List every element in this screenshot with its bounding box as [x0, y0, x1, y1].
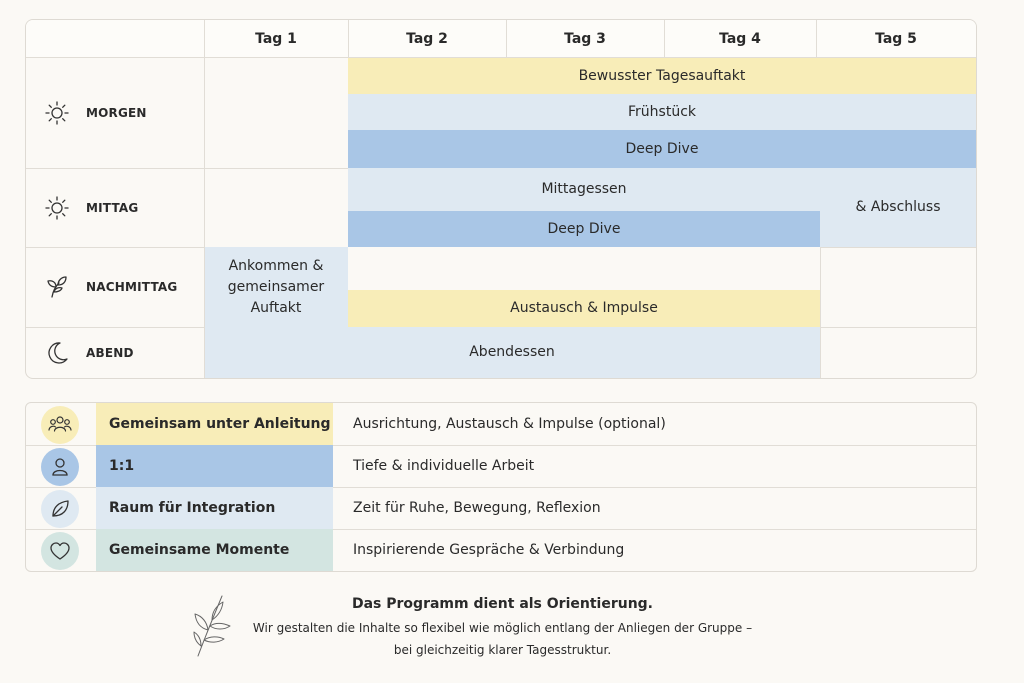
group-icon [41, 406, 79, 444]
legend-description: Tiefe & individuelle Arbeit [353, 458, 535, 474]
legend-description: Inspirierende Gespräche & Verbindung [353, 542, 625, 558]
heart-icon [41, 532, 79, 570]
person-icon [41, 448, 79, 486]
legend-row: Raum für Integration Zeit für Ruhe, Bewe… [26, 487, 976, 529]
legend-name: Gemeinsam unter Anleitung [96, 403, 333, 445]
legend-row: 1:1 Tiefe & individuelle Arbeit [26, 445, 976, 487]
leaf-icon [41, 490, 79, 528]
footer-title: Das Programm dient als Orientierung. [351, 596, 653, 612]
legend-description: Zeit für Ruhe, Bewegung, Reflexion [353, 500, 601, 516]
row-label-abend: ABEND [26, 327, 204, 378]
legend-row: Gemeinsam unter Anleitung Ausrichtung, A… [26, 403, 976, 445]
row-label-nachmittag: NACHMITTAG [26, 247, 204, 327]
header-day-4: Tag 4 [664, 20, 816, 57]
row-label-text: MITTAG [86, 200, 139, 215]
header-corner [26, 20, 204, 57]
moon-icon [44, 340, 70, 366]
block-abendessen: Abendessen [204, 327, 820, 378]
header-day-3: Tag 3 [506, 20, 664, 57]
legend-name: 1:1 [96, 445, 333, 487]
footer-text-line-1: Wir gestalten die Inhalte so flexibel wi… [252, 621, 753, 635]
legend-table: Gemeinsam unter Anleitung Ausrichtung, A… [25, 402, 977, 572]
block-fruehstueck: Frühstück [348, 94, 976, 130]
legend-description: Ausrichtung, Austausch & Impulse (option… [353, 416, 666, 432]
row-label-mittag: MITTAG [26, 168, 204, 247]
block-bewusster-tagesauftakt: Bewusster Tagesauftakt [348, 58, 976, 94]
block-abschluss: & Abschluss [820, 168, 976, 247]
block-deep-dive-noon: Deep Dive [348, 211, 820, 247]
legend-name: Raum für Integration [96, 487, 333, 529]
block-ankommen: Ankommen & gemeinsamer Auftakt [204, 247, 348, 327]
row-label-text: ABEND [86, 345, 134, 360]
block-deep-dive-morning: Deep Dive [348, 130, 976, 168]
block-austausch-impulse: Austausch & Impulse [348, 290, 820, 327]
header-day-2: Tag 2 [348, 20, 506, 57]
header-day-1: Tag 1 [204, 20, 348, 57]
row-label-text: NACHMITTAG [86, 280, 178, 294]
schedule-table: Tag 1 Tag 2 Tag 3 Tag 4 Tag 5 Bewusster … [25, 19, 977, 379]
sun-icon [44, 100, 70, 126]
footer-text-line-2: bei gleichzeitig klarer Tagesstruktur. [393, 643, 612, 657]
row-label-morgen: MORGEN [26, 58, 204, 168]
legend-name: Gemeinsame Momente [96, 529, 333, 571]
legend-row: Gemeinsame Momente Inspirierende Gespräc… [26, 529, 976, 571]
leaves-icon [44, 274, 70, 300]
row-label-text: MORGEN [86, 106, 147, 120]
block-mittagessen: Mittagessen [348, 168, 820, 211]
leaf-branch-icon [190, 590, 240, 660]
header-day-5: Tag 5 [816, 20, 976, 57]
sun-icon [44, 195, 70, 221]
